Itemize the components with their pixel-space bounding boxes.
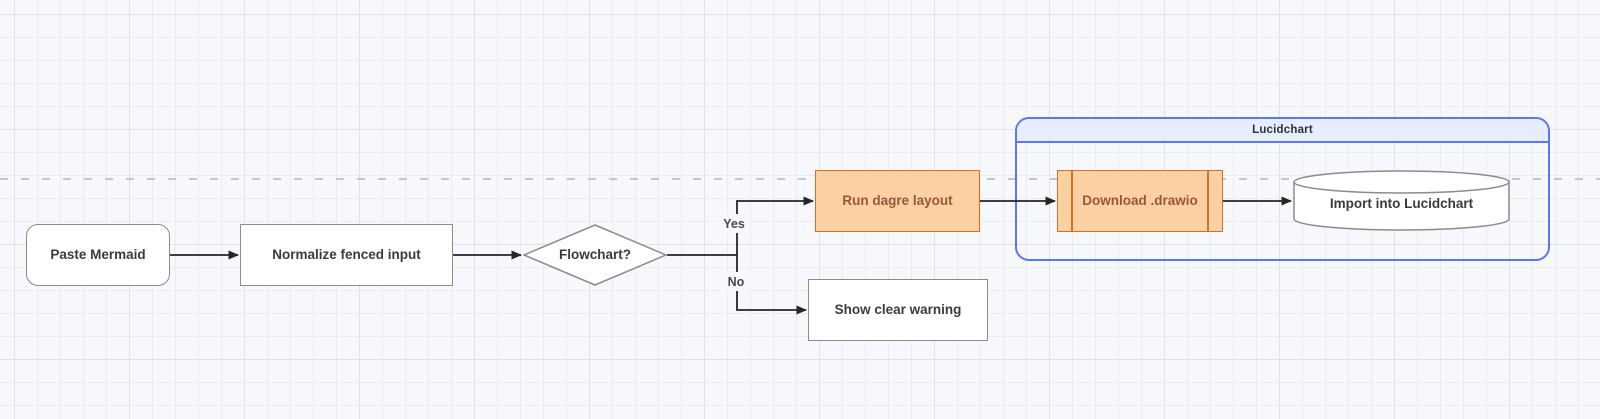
edge-label-no[interactable]: No — [721, 272, 751, 291]
subroutine-bar-left — [1071, 171, 1073, 231]
node-flowchart-decision-label: Flowchart? — [558, 247, 631, 263]
node-flowchart-decision[interactable]: Flowchart? — [523, 224, 667, 286]
group-lucidchart-label: Lucidchart — [1252, 124, 1313, 136]
node-normalize-fenced-input-label: Normalize fenced input — [272, 247, 421, 263]
node-paste-mermaid[interactable]: Paste Mermaid — [26, 224, 170, 286]
cylinder-shape — [1293, 170, 1510, 231]
group-lucidchart-title: Lucidchart — [1017, 119, 1548, 143]
node-run-dagre-layout[interactable]: Run dagre layout — [815, 170, 980, 232]
edge-label-yes-text: Yes — [723, 216, 745, 231]
node-show-clear-warning[interactable]: Show clear warning — [808, 279, 988, 341]
edge-label-yes[interactable]: Yes — [718, 214, 750, 233]
subroutine-bar-right — [1207, 171, 1209, 231]
node-import-into-lucidchart-label: Import into Lucidchart — [1329, 196, 1474, 212]
diamond-shape — [523, 224, 667, 286]
node-show-clear-warning-label: Show clear warning — [834, 302, 962, 318]
node-import-into-lucidchart[interactable]: Import into Lucidchart — [1293, 170, 1510, 231]
node-download-drawio-label: Download .drawio — [1082, 193, 1198, 209]
node-download-drawio[interactable]: Download .drawio — [1057, 170, 1223, 232]
page-boundary-guide — [0, 178, 1600, 180]
group-lucidchart[interactable]: Lucidchart — [1015, 117, 1550, 261]
node-paste-mermaid-label: Paste Mermaid — [50, 247, 146, 263]
node-run-dagre-layout-label: Run dagre layout — [842, 193, 953, 209]
edge-label-no-text: No — [727, 274, 745, 289]
node-normalize-fenced-input[interactable]: Normalize fenced input — [240, 224, 453, 286]
